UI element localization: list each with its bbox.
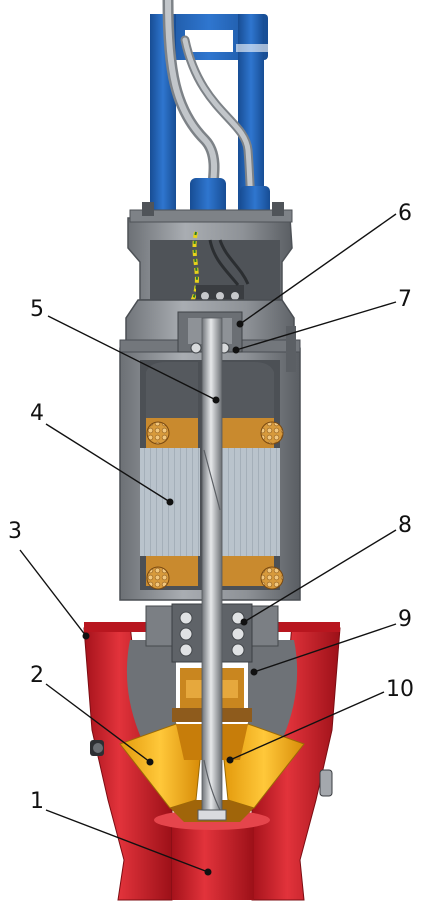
callout-5: 5 — [30, 297, 220, 404]
callout-7: 7 — [232, 287, 412, 354]
callout-2: 2 — [30, 663, 154, 766]
upper-winding — [146, 362, 284, 448]
callout-label: 2 — [30, 663, 44, 688]
callout-label: 8 — [398, 513, 412, 538]
callout-10: 10 — [226, 677, 414, 764]
callout-label: 5 — [30, 297, 44, 322]
callout-3: 3 — [8, 519, 90, 640]
pump-casing — [83, 622, 341, 901]
callout-label: 9 — [398, 607, 412, 632]
terminal-housing — [127, 202, 293, 361]
callout-6: 6 — [236, 201, 412, 328]
callout-9: 9 — [250, 607, 412, 676]
callout-label: 10 — [386, 677, 414, 702]
callout-label: 1 — [30, 789, 44, 814]
callout-8: 8 — [240, 513, 412, 626]
callout-label: 6 — [398, 201, 412, 226]
callout-label: 3 — [8, 519, 22, 544]
callout-4: 4 — [30, 401, 174, 506]
callout-label: 4 — [30, 401, 44, 426]
shaft — [197, 317, 227, 821]
callout-1: 1 — [30, 789, 212, 876]
lower-winding — [146, 556, 284, 590]
callout-label: 7 — [398, 287, 412, 312]
